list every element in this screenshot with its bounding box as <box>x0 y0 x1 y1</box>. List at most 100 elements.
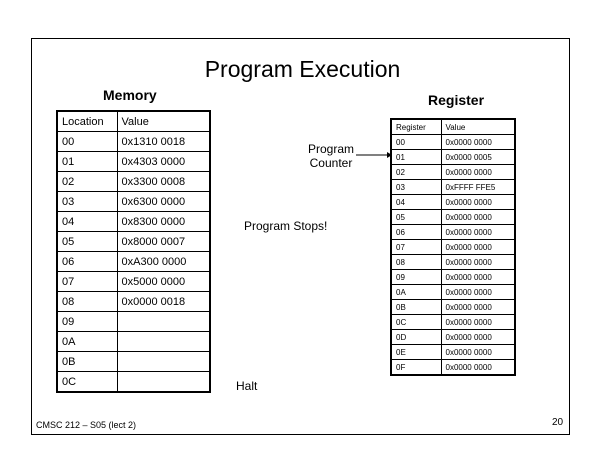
program-counter-line1: Program <box>307 142 354 156</box>
register-value-cell: 0x0000 0000 <box>440 284 516 300</box>
register-value-cell: 0x0000 0000 <box>440 329 516 345</box>
register-value-cell: 0x0000 0000 <box>440 359 516 376</box>
memory-location-cell: 03 <box>56 191 118 212</box>
register-name-cell: 00 <box>390 134 442 150</box>
memory-row: 0A <box>56 331 211 352</box>
slide-frame <box>31 38 570 435</box>
memory-location-cell: 09 <box>56 311 118 332</box>
register-name-cell: 0F <box>390 359 442 376</box>
register-value-cell: 0x0000 0000 <box>440 194 516 210</box>
register-value-cell: 0x0000 0005 <box>440 149 516 165</box>
register-name-cell: 04 <box>390 194 442 210</box>
program-counter-arrow-icon <box>356 152 392 158</box>
memory-value-cell: 0x8000 0007 <box>116 231 211 252</box>
memory-location-cell: 00 <box>56 131 118 152</box>
register-value-cell: 0x0000 0000 <box>440 209 516 225</box>
memory-location-cell: 02 <box>56 171 118 192</box>
memory-value-cell <box>116 311 211 332</box>
memory-row: 0C <box>56 371 211 393</box>
register-name-cell: 05 <box>390 209 442 225</box>
slide-title: Program Execution <box>204 56 401 82</box>
memory-value-cell <box>116 351 211 372</box>
page-number: 20 <box>552 417 564 428</box>
register-name-cell: 0A <box>390 284 442 300</box>
memory-location-cell: 05 <box>56 231 118 252</box>
register-value-cell: 0xFFFF FFE5 <box>440 179 516 195</box>
register-name-cell: 01 <box>390 149 442 165</box>
memory-value-cell: 0x4303 0000 <box>116 151 211 172</box>
register-name-cell: 03 <box>390 179 442 195</box>
memory-location-cell: 07 <box>56 271 118 292</box>
register-value-cell: 0x0000 0000 <box>440 239 516 255</box>
register-value-cell: 0x0000 0000 <box>440 299 516 315</box>
memory-row: 0B <box>56 351 211 372</box>
register-value-cell: 0x0000 0000 <box>440 254 516 270</box>
register-value-cell: 0x0000 0000 <box>440 344 516 360</box>
memory-value-cell: 0x0000 0018 <box>116 291 211 312</box>
memory-header-row: Location Value <box>56 110 211 132</box>
register-value-cell: 0x0000 0000 <box>440 224 516 240</box>
memory-location-header: Location <box>56 110 118 132</box>
register-name-cell: 07 <box>390 239 442 255</box>
program-counter-line2: Counter <box>309 156 353 170</box>
register-name-cell: 09 <box>390 269 442 285</box>
register-value-cell: 0x0000 0000 <box>440 314 516 330</box>
memory-location-cell: 0B <box>56 351 118 372</box>
memory-location-cell: 06 <box>56 251 118 272</box>
memory-location-cell: 01 <box>56 151 118 172</box>
register-heading: Register <box>428 92 485 108</box>
memory-value-cell <box>116 331 211 352</box>
register-value-cell: 0x0000 0000 <box>440 269 516 285</box>
memory-value-cell: 0x3300 0008 <box>116 171 211 192</box>
halt-label: Halt <box>236 379 258 393</box>
register-name-cell: 0C <box>390 314 442 330</box>
memory-location-cell: 0C <box>56 371 118 393</box>
register-name-cell: 06 <box>390 224 442 240</box>
register-value-cell: 0x0000 0000 <box>440 164 516 180</box>
memory-value-cell: 0x1310 0018 <box>116 131 211 152</box>
register-name-cell: 0B <box>390 299 442 315</box>
memory-value-cell: 0xA300 0000 <box>116 251 211 272</box>
register-value-header: Value <box>440 118 516 135</box>
memory-value-header: Value <box>116 110 211 132</box>
footer-course-label: CMSC 212 – S05 (lect 2) <box>36 420 137 430</box>
memory-location-cell: 0A <box>56 331 118 352</box>
memory-heading: Memory <box>103 87 157 103</box>
memory-row: 09 <box>56 311 211 332</box>
register-value-cell: 0x0000 0000 <box>440 134 516 150</box>
register-name-cell: 08 <box>390 254 442 270</box>
memory-value-cell <box>116 371 211 393</box>
register-name-cell: 0D <box>390 329 442 345</box>
program-stops-label: Program Stops! <box>244 219 328 233</box>
register-header-row: Register Value <box>390 118 516 135</box>
register-name-cell: 02 <box>390 164 442 180</box>
memory-value-cell: 0x5000 0000 <box>116 271 211 292</box>
